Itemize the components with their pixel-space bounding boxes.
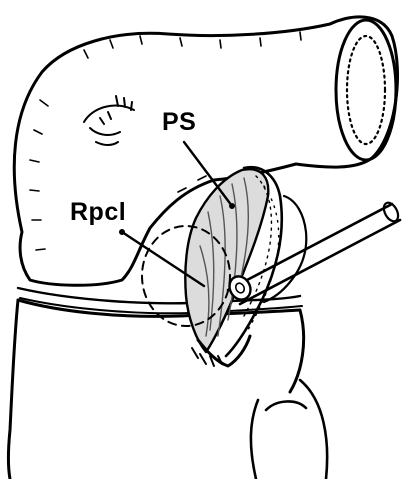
label-rpcl: Rpcl [70, 200, 126, 225]
tibia [9, 288, 328, 479]
label-ps: PS [162, 110, 196, 135]
ligament-region [185, 167, 306, 366]
